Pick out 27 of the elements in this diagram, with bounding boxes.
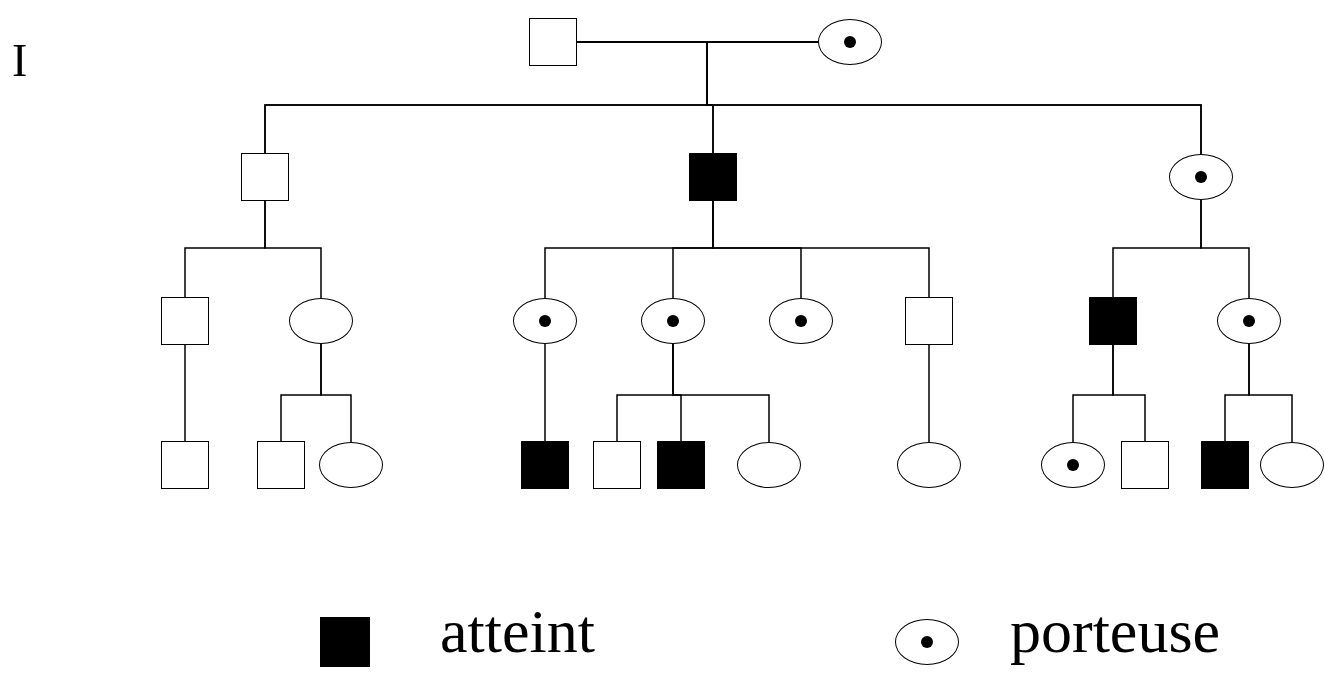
pedigree-line xyxy=(1248,343,1293,443)
male-square xyxy=(529,18,577,66)
male-square xyxy=(905,297,953,345)
affected-male-square xyxy=(521,441,569,489)
pedigree-line xyxy=(264,200,322,299)
pedigree-line xyxy=(712,200,930,298)
affected-male-square xyxy=(657,441,705,489)
male-square xyxy=(257,441,305,489)
legend-label: atteint xyxy=(440,600,595,662)
affected-male-square xyxy=(1201,441,1249,489)
pedigree-line xyxy=(544,343,546,442)
male-square xyxy=(593,441,641,489)
affected-male-square xyxy=(689,153,737,201)
male-square xyxy=(1121,441,1169,489)
pedigree-line xyxy=(320,343,352,443)
male-square xyxy=(161,297,209,345)
pedigree-line xyxy=(672,343,770,443)
male-square xyxy=(161,441,209,489)
affected-male-square xyxy=(1089,297,1137,345)
pedigree-line xyxy=(928,344,930,443)
pedigree-line xyxy=(1112,344,1146,442)
male-square xyxy=(241,153,289,201)
pedigree-line xyxy=(1200,199,1250,299)
generation-label: I xyxy=(12,38,28,84)
female-circle xyxy=(1260,442,1324,488)
pedigree-line xyxy=(184,344,186,442)
pedigree-line xyxy=(706,41,1202,155)
